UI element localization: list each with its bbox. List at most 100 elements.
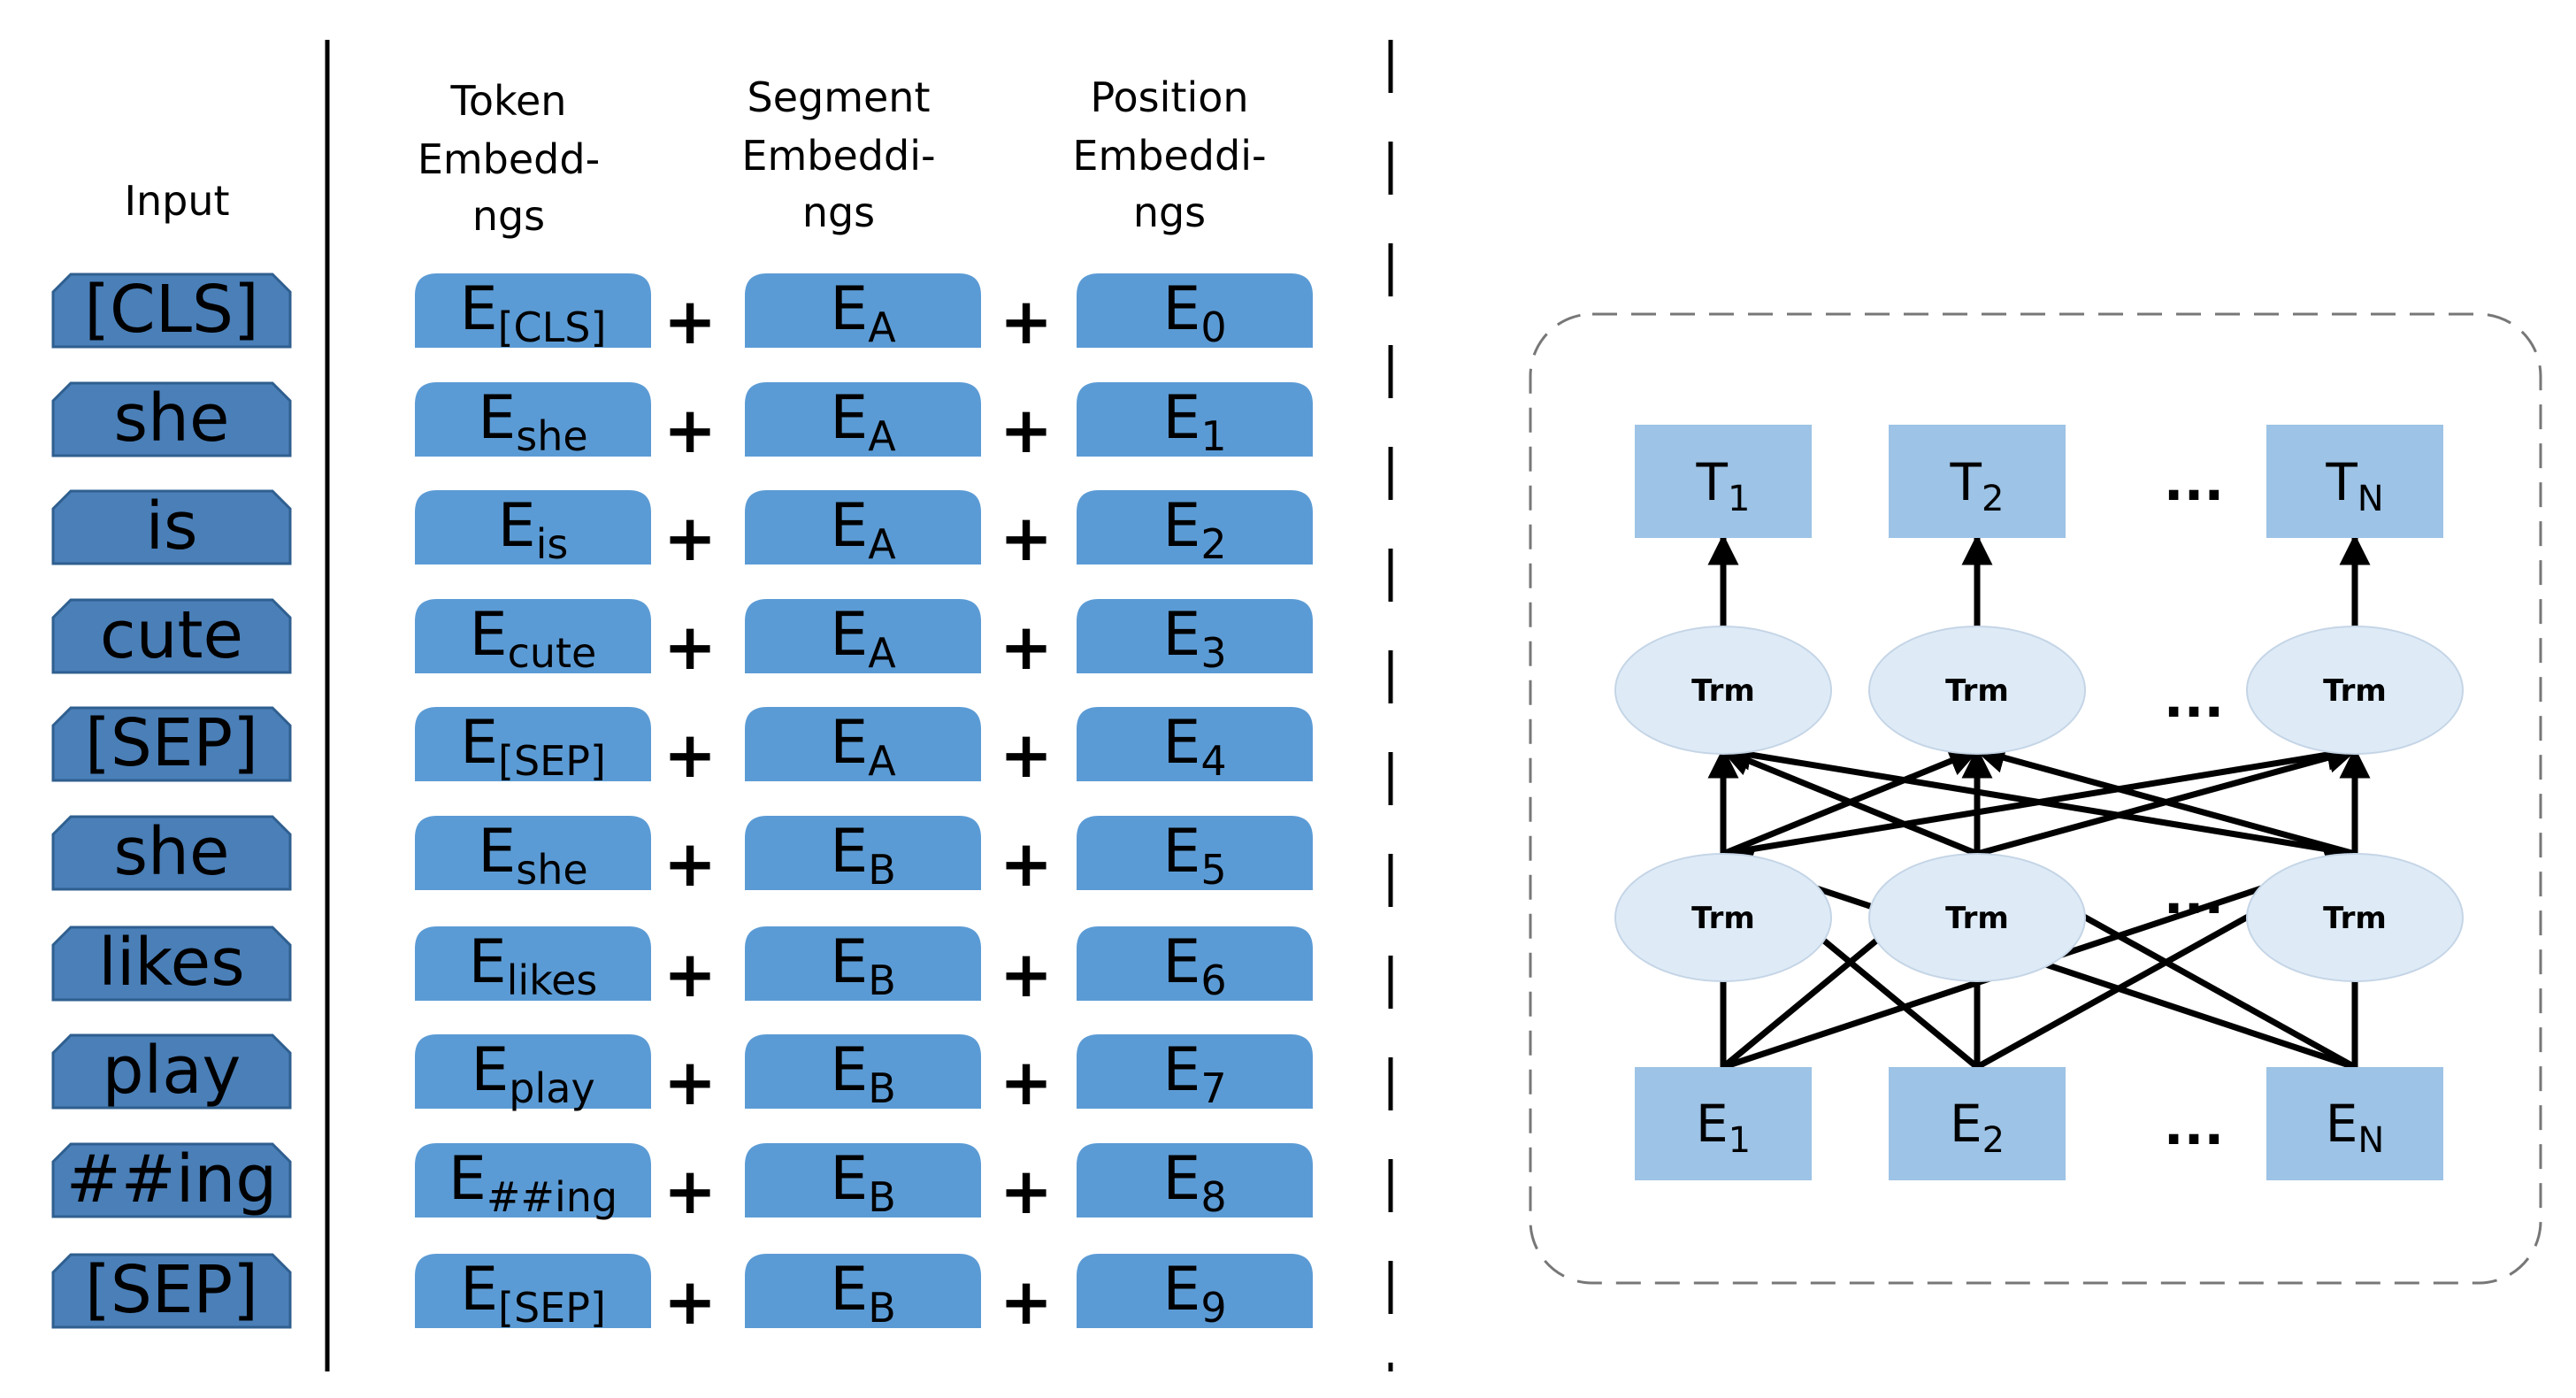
output-box	[1635, 425, 1812, 538]
plus-sign: +	[1000, 610, 1053, 684]
input-embedding-box	[2266, 1067, 2443, 1180]
header-position-line-2: Embeddi-	[1072, 132, 1266, 180]
plus-sign: +	[1000, 826, 1053, 901]
segment-embedding-box	[745, 926, 981, 1001]
segment-embedding-label: EA	[830, 274, 896, 351]
input-token-label: [SEP]	[85, 705, 258, 781]
token-embedding-box	[415, 1143, 651, 1217]
header-position-line-1: Position	[1090, 73, 1248, 121]
transformer-block	[1868, 853, 2086, 982]
segment-embedding-box	[745, 599, 981, 673]
header-token-embeddings: Token Embedd- ngs	[418, 77, 600, 240]
output-box	[2266, 425, 2443, 538]
segment-embedding-box	[745, 273, 981, 348]
input-token-box	[51, 926, 292, 1002]
segment-embedding-box	[745, 1254, 981, 1328]
plus-sign: +	[1000, 937, 1053, 1011]
transformer-block	[1614, 853, 1832, 982]
input-token-label: is	[145, 488, 197, 565]
transformer-block-label: Trm	[1691, 673, 1755, 709]
position-embedding-box	[1077, 926, 1313, 1001]
segment-embedding-label: EA	[830, 708, 896, 785]
output-label: TN	[2325, 452, 2383, 519]
input-token-box	[51, 489, 292, 565]
trm-to-trm-arrow	[1720, 746, 1979, 857]
ellipsis-dots: ...	[2164, 864, 2224, 926]
header-segment-line-1: Segment	[748, 73, 931, 121]
plus-sign: +	[663, 1154, 717, 1228]
header-position-line-3: ngs	[1133, 188, 1206, 236]
transformer-block-label: Trm	[1945, 673, 2009, 709]
output-box	[1889, 425, 2066, 538]
segment-embedding-label: EB	[830, 1255, 896, 1332]
input-token-box	[51, 1142, 292, 1218]
input-token-box	[51, 706, 292, 782]
plus-sign: +	[663, 718, 717, 792]
token-embedding-box	[415, 1034, 651, 1109]
position-embedding-box	[1077, 1143, 1313, 1217]
transformer-block-label: Trm	[1945, 901, 2009, 936]
position-embedding-label: E1	[1162, 383, 1226, 460]
position-embedding-label: E0	[1162, 274, 1226, 351]
position-embedding-box	[1077, 382, 1313, 457]
position-embedding-box	[1077, 1254, 1313, 1328]
segment-embedding-box	[745, 1143, 981, 1217]
segment-embedding-label: EB	[830, 927, 896, 1004]
position-embedding-label: E2	[1162, 491, 1226, 568]
token-embedding-box	[415, 707, 651, 781]
input-token-box	[51, 381, 292, 457]
input-token-label: cute	[100, 597, 243, 673]
input-embedding-label: E1	[1696, 1094, 1751, 1161]
transformer-block-label: Trm	[1691, 901, 1755, 936]
trm-to-trm-arrow	[1720, 739, 2356, 857]
segment-embedding-label: EA	[830, 491, 896, 568]
input-token-label: play	[103, 1033, 242, 1109]
header-token-line-1: Token	[450, 77, 567, 125]
token-embedding-box	[415, 1254, 651, 1328]
token-embedding-box	[415, 382, 651, 457]
plus-sign: +	[1000, 284, 1053, 358]
token-embedding-label: E[SEP]	[460, 708, 606, 785]
plus-sign: +	[663, 393, 717, 467]
token-embedding-box	[415, 273, 651, 348]
header-segment-line-2: Embeddi-	[741, 132, 935, 180]
transformer-block	[1868, 626, 2086, 755]
plus-sign: +	[663, 501, 717, 575]
input-token-box	[51, 598, 292, 674]
segment-embedding-label: EB	[830, 817, 896, 894]
transformer-block	[2246, 853, 2464, 982]
position-embedding-label: E7	[1162, 1035, 1226, 1112]
input-token-label: ##ing	[66, 1141, 277, 1217]
position-embedding-label: E5	[1162, 817, 1226, 894]
token-embedding-box	[415, 599, 651, 673]
token-embedding-box	[415, 816, 651, 890]
input-token-label: she	[114, 814, 230, 890]
position-embedding-box	[1077, 599, 1313, 673]
plus-sign: +	[1000, 1045, 1053, 1119]
segment-embedding-label: EA	[830, 600, 896, 677]
plus-sign: +	[1000, 1154, 1053, 1228]
token-embedding-label: Eshe	[478, 383, 587, 460]
transformer-frame	[1529, 312, 2542, 1285]
segment-embedding-box	[745, 707, 981, 781]
token-embedding-label: Eplay	[471, 1035, 594, 1112]
segment-embedding-box	[745, 816, 981, 890]
ellipsis-dots: ...	[2164, 1095, 2224, 1157]
token-embedding-label: E[SEP]	[460, 1255, 606, 1332]
segment-embedding-box	[745, 1034, 981, 1109]
transformer-block-label: Trm	[2323, 673, 2387, 709]
input-token-label: likes	[98, 925, 244, 1001]
ellipsis-dots: ...	[2164, 668, 2224, 730]
plus-sign: +	[663, 937, 717, 1011]
input-embedding-box	[1635, 1067, 1812, 1180]
plus-sign: +	[1000, 393, 1053, 467]
input-embedding-box	[1889, 1067, 2066, 1180]
